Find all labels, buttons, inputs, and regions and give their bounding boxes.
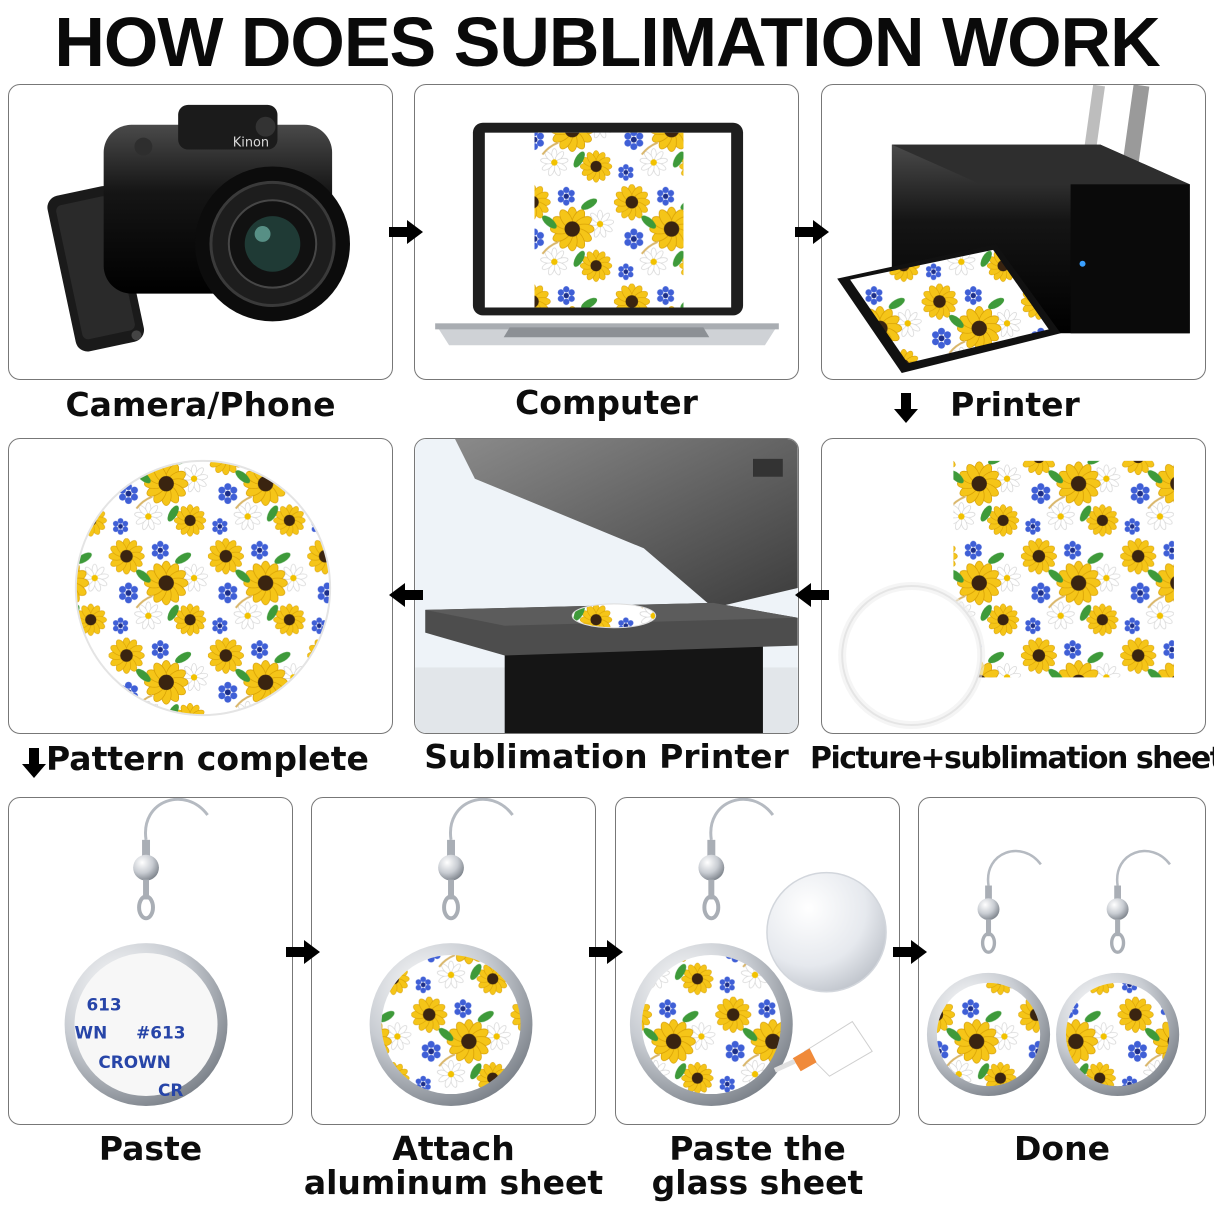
sheet-text-4: CROWN (98, 1052, 170, 1072)
arrow-right-icon (893, 940, 927, 964)
camera-phone-illustration: Kinon (47, 104, 350, 352)
arrow-left-icon (389, 583, 423, 607)
earring-paste-illustration: 613 WN #613 CROWN CR (64, 798, 228, 1106)
printer-illustration (837, 85, 1190, 374)
sheet-text-3: #613 (136, 1022, 185, 1042)
label-attach: Attach aluminum sheet (303, 1129, 604, 1202)
earring-attach-illustration (369, 798, 533, 1106)
heat-press-illustration (415, 439, 798, 733)
sheet-text-5: CR (158, 1080, 183, 1100)
arrow-right-icon (589, 940, 623, 964)
panel-attach (311, 797, 596, 1125)
earrings-done-illustration (926, 849, 1180, 1097)
panel-printer (821, 84, 1206, 380)
label-pattern: Pattern complete (46, 739, 369, 778)
pattern-complete-illustration (74, 459, 332, 717)
laptop-illustration (435, 122, 779, 346)
label-printer: Printer (950, 385, 1080, 424)
sheet-text-1: 613 (86, 995, 121, 1015)
panel-done (918, 797, 1206, 1125)
page-title: HOW DOES SUBLIMATION WORK (54, 3, 1160, 81)
arrow-down-icon (22, 748, 46, 778)
panel-glass (615, 797, 900, 1125)
label-camera: Camera/Phone (65, 385, 336, 424)
earring-glass-illustration (629, 798, 887, 1106)
label-done: Done (1014, 1129, 1110, 1168)
arrow-down-icon (894, 393, 918, 423)
panel-paste: 613 WN #613 CROWN CR (8, 797, 293, 1125)
camera-brand: Kinon (233, 136, 269, 151)
panel-camera: Kinon (8, 84, 393, 380)
panel-sheet (821, 438, 1206, 734)
sheet-text-2: WN (75, 1022, 108, 1042)
arrow-right-icon (389, 220, 423, 244)
arrow-right-icon (795, 220, 829, 244)
label-sheet: Picture+sublimation sheet (810, 741, 1214, 776)
label-paste: Paste (98, 1129, 203, 1168)
arrow-right-icon (286, 940, 320, 964)
panel-press (414, 438, 799, 734)
arrow-left-icon (795, 583, 829, 607)
label-glass: Paste the glass sheet (651, 1129, 864, 1202)
panel-pattern (8, 438, 393, 734)
picture-sheet-illustration (838, 460, 1174, 730)
panel-computer (414, 84, 799, 380)
label-press: Sublimation Printer (424, 737, 789, 776)
label-computer: Computer (515, 383, 698, 422)
